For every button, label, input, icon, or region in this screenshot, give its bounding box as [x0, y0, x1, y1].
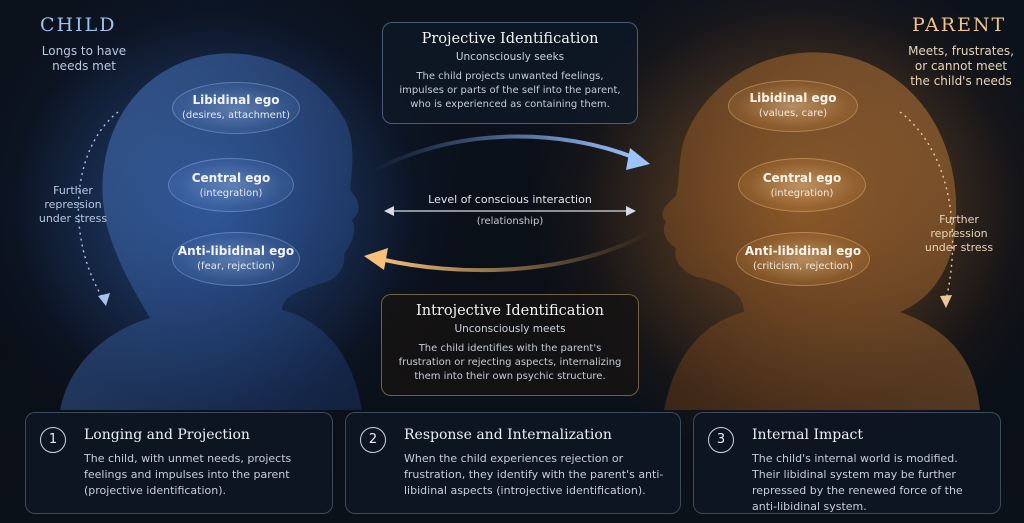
child-libidinal-ego: Libidinal ego (desires, attachment) — [172, 82, 300, 134]
parent-anti-libidinal-ego: Anti-libidinal ego (criticism, rejection… — [736, 232, 870, 286]
parent-central-ego-label: Central ego — [762, 171, 842, 185]
parent-stress-note: Further repression under stress — [924, 213, 994, 254]
step-card-2: 2 Response and Internalization When the … — [345, 412, 681, 514]
parent-subtitle: Meets, frustrates, or cannot meet the ch… — [908, 44, 1014, 88]
parent-libidinal-ego: Libidinal ego (values, care) — [728, 80, 858, 132]
child-repression-arrowhead — [98, 293, 110, 306]
child-central-ego: Central ego (integration) — [168, 158, 294, 212]
child-anti-libidinal-ego: Anti-libidinal ego (fear, rejection) — [172, 232, 300, 286]
child-silhouette — [60, 53, 362, 410]
parent-silhouette — [662, 52, 980, 410]
step-number-badge: 1 — [40, 427, 66, 453]
step-text: The child's internal world is modified. … — [752, 452, 963, 513]
introjective-subtitle: Unconsciously meets — [454, 323, 566, 335]
introjective-arrow — [374, 230, 652, 273]
step-text: When the child experiences rejection or … — [404, 452, 664, 497]
child-central-ego-desc: (integration) — [199, 188, 263, 199]
conscious-interaction-label: Level of conscious interaction — [428, 193, 592, 206]
step-title: Internal Impact — [752, 427, 864, 443]
conscious-arrowhead-left — [384, 206, 394, 216]
child-anti-libidinal-ego-label: Anti-libidinal ego — [177, 244, 295, 258]
parent-anti-libidinal-ego-label: Anti-libidinal ego — [744, 244, 862, 258]
step-title: Response and Internalization — [404, 427, 612, 443]
parent-anti-libidinal-ego-desc: (criticism, rejection) — [752, 261, 854, 272]
step-text: The child, with unmet needs, projects fe… — [84, 452, 292, 497]
child-libidinal-ego-label: Libidinal ego — [192, 93, 280, 107]
introjective-identification-box: Introjective Identification Unconsciousl… — [381, 294, 639, 396]
child-anti-libidinal-ego-desc: (fear, rejection) — [197, 261, 275, 272]
parent-central-ego: Central ego (integration) — [738, 158, 866, 212]
child-stress-note: Further repression under stress — [38, 184, 108, 225]
parent-central-ego-desc: (integration) — [770, 188, 834, 199]
relationship-label: (relationship) — [476, 216, 544, 227]
parent-title: PARENT — [912, 14, 1007, 36]
introjective-arrowhead — [364, 248, 388, 270]
step-title: Longing and Projection — [84, 427, 250, 443]
child-central-ego-label: Central ego — [191, 171, 271, 185]
step-number-badge: 3 — [708, 427, 734, 453]
child-title: CHILD — [40, 14, 117, 36]
projective-description: The child projects unwanted feelings, im… — [399, 71, 621, 110]
conscious-arrowhead-right — [626, 206, 636, 216]
step-number-badge: 2 — [360, 427, 386, 453]
step-card-3: 3 Internal Impact The child's internal w… — [693, 412, 1001, 514]
parent-repression-arrowhead — [940, 295, 952, 308]
child-libidinal-ego-desc: (desires, attachment) — [182, 110, 290, 121]
child-repression-arc — [77, 111, 119, 301]
parent-libidinal-ego-desc: (values, care) — [758, 108, 828, 119]
projective-identification-box: Projective Identification Unconsciously … — [382, 22, 638, 124]
projective-arrowhead — [626, 148, 650, 170]
child-subtitle: Longs to have needs met — [41, 44, 127, 73]
projective-title: Projective Identification — [421, 31, 599, 47]
projective-subtitle: Unconsciously seeks — [455, 51, 565, 63]
introjective-title: Introjective Identification — [416, 303, 604, 319]
introjective-description: The child identifies with the parent's f… — [398, 343, 622, 382]
projective-arrow — [370, 134, 642, 174]
parent-libidinal-ego-label: Libidinal ego — [749, 91, 837, 105]
step-card-1: 1 Longing and Projection The child, with… — [25, 412, 333, 514]
parent-repression-arc — [899, 111, 954, 301]
